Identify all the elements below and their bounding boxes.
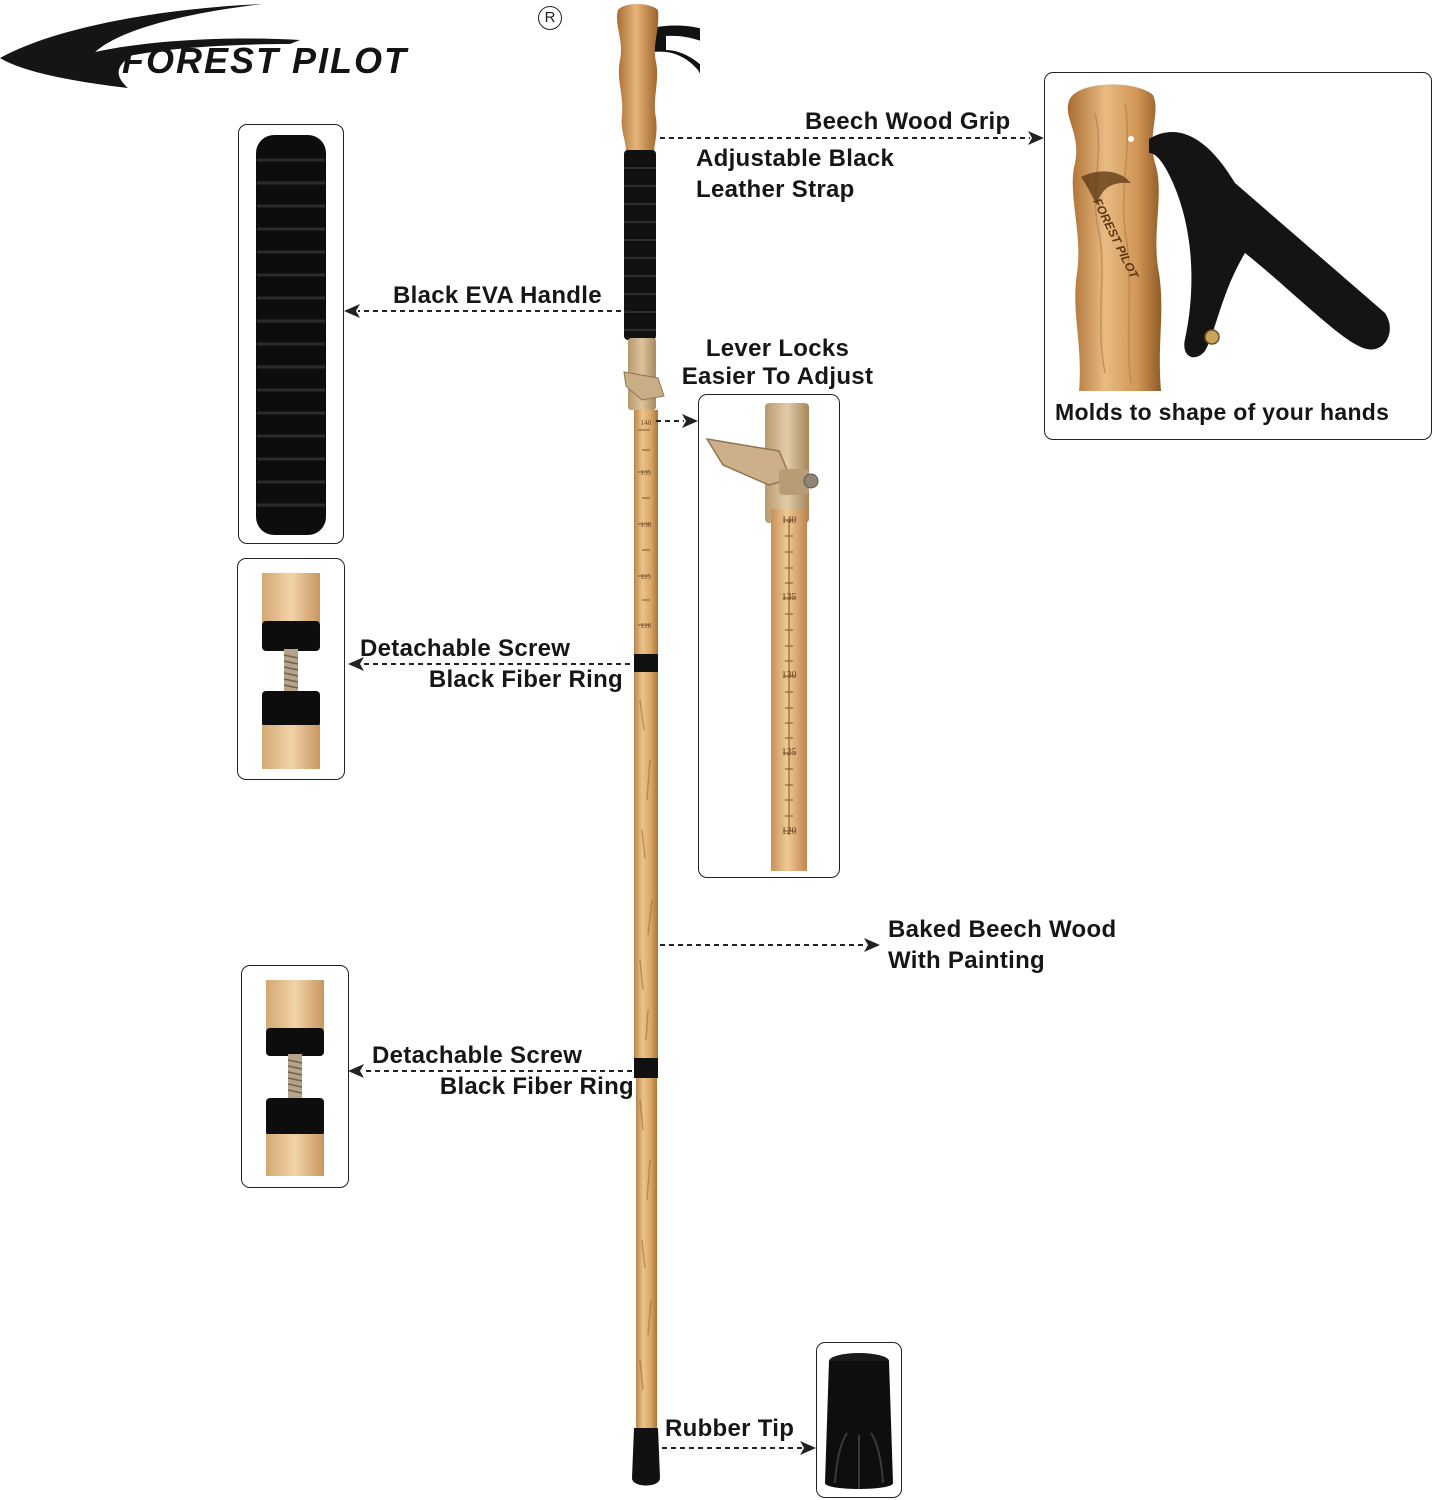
scale-mark: 120 <box>782 826 797 837</box>
trekking-pole: 140 135 130 125 120 <box>617 4 700 1486</box>
scale-mark: 135 <box>782 592 797 603</box>
screw-joint-image <box>266 980 324 1176</box>
arrow-left-icon <box>348 1064 364 1078</box>
fiber-ring-2 <box>634 1058 658 1078</box>
rubber-tip-image <box>825 1353 893 1489</box>
pole-scale-mark: 130 <box>641 521 652 529</box>
label-black-eva-handle: Black EVA Handle <box>393 282 602 309</box>
arrow-right-icon <box>800 1441 816 1455</box>
pole-scale-mark: 125 <box>641 573 652 581</box>
middle-shaft <box>634 672 658 1058</box>
eva-handle-image <box>256 135 326 535</box>
lever-lock-image: 140 135 130 125 120 <box>705 403 819 871</box>
grip-detail-box: FOREST PILOT Molds to shape of your hand… <box>1044 72 1432 440</box>
lower-shaft <box>636 1078 657 1428</box>
screw-joint-image <box>262 573 320 769</box>
grip-detail-image: FOREST PILOT <box>1067 84 1390 391</box>
label-detachable-screw-2: Detachable Screw Black Fiber Ring <box>372 1042 634 1100</box>
pole-scale-mark: 120 <box>641 622 652 630</box>
rubber-tip-detail-box <box>816 1342 902 1498</box>
scale-mark: 130 <box>782 670 797 681</box>
screw-detail-box-2 <box>241 965 349 1188</box>
logo-swoosh-icon <box>0 4 300 88</box>
screw-detail-box-1 <box>237 558 345 780</box>
brand-name: FOREST PILOT <box>122 40 409 81</box>
arrow-right-icon <box>1028 131 1044 145</box>
lever-detail-box: 140 135 130 125 120 <box>698 394 840 878</box>
grip-detail-caption: Molds to shape of your hands <box>1055 399 1390 425</box>
label-lever-locks: Lever Locks Easier To Adjust <box>681 335 874 390</box>
brand-logo: FOREST PILOT R <box>0 0 580 100</box>
eva-handle <box>624 150 656 340</box>
pole-scale-mark: 135 <box>641 469 652 477</box>
label-adjustable-strap: Adjustable Black Leather Strap <box>696 145 895 203</box>
label-detachable-screw-1: Detachable Screw Black Fiber Ring <box>360 635 623 693</box>
pole-scale-mark: 140 <box>641 419 652 427</box>
label-rubber-tip: Rubber Tip <box>665 1415 795 1442</box>
label-baked-beech-wood: Baked Beech Wood With Painting <box>888 916 1117 974</box>
scale-mark: 125 <box>782 747 797 758</box>
wood-grip <box>617 4 659 152</box>
fiber-ring-1 <box>634 654 658 672</box>
rubber-tip <box>632 1428 660 1486</box>
eva-handle-detail-box <box>238 124 344 544</box>
upper-shaft <box>634 410 658 655</box>
arrow-left-icon <box>344 304 360 318</box>
rivet-icon <box>1204 329 1220 345</box>
scale-mark: 140 <box>782 515 797 526</box>
label-beech-wood-grip: Beech Wood Grip <box>805 108 1011 135</box>
arrow-right-icon <box>864 938 880 952</box>
registered-mark: R <box>538 6 562 30</box>
grip-strap-icon <box>1149 131 1390 358</box>
